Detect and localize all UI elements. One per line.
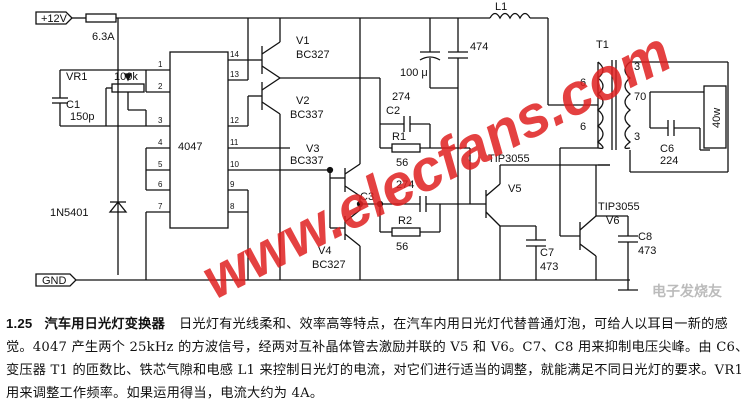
schematic: +12V 6.3A L1 GND 4047 1 2 3 4 5 6 7 8 9 … [35, 1, 729, 312]
svg-text:V5: V5 [508, 183, 521, 195]
transistor-v6: TIP3055 V6 C8 473 [559, 148, 656, 291]
timing-network: VR1 C1 150p 100k 1N5401 [50, 18, 249, 280]
svg-text:6: 6 [580, 77, 586, 89]
schematic-svg: +12V 6.3A L1 GND 4047 1 2 3 4 5 6 7 8 9 … [35, 1, 729, 312]
svg-text:14: 14 [230, 50, 239, 59]
svg-text:473: 473 [638, 245, 656, 257]
svg-text:4: 4 [158, 138, 163, 147]
svg-text:473: 473 [540, 261, 558, 273]
watermark: www.elecfans.com [191, 19, 681, 300]
transistor-v5: TIP3055 V5 C7 473 [469, 148, 610, 280]
c1-label: C1 [66, 99, 80, 111]
figure-number: 1.25 [6, 316, 33, 331]
svg-text:T1: T1 [596, 39, 609, 51]
vr1-resistor [111, 83, 145, 93]
fuse [85, 13, 117, 23]
svg-text:C2: C2 [386, 105, 400, 117]
svg-text:6: 6 [580, 121, 586, 133]
svg-text:224: 224 [660, 155, 678, 167]
svg-text:V4: V4 [318, 245, 331, 257]
svg-text:474: 474 [470, 41, 488, 53]
r1-c2-network: 274 C2 R1 56 [380, 91, 470, 169]
svg-text:V6: V6 [606, 215, 619, 227]
svg-text:7: 7 [158, 202, 163, 211]
figure-body: 日光灯有光线柔和、效率高等特点，在汽车内用日光灯代替普通灯泡，可给人以耳目一新的… [6, 317, 749, 401]
ground-label: GND [42, 275, 67, 287]
svg-text:56: 56 [396, 241, 408, 253]
svg-text:R1: R1 [392, 131, 406, 143]
diode [108, 200, 128, 213]
c1-value: 150p [70, 111, 94, 123]
corner-logo: 电子发烧友 [652, 283, 722, 299]
svg-text:TIP3055: TIP3055 [488, 153, 530, 165]
svg-text:13: 13 [230, 70, 239, 79]
r2-c3-network: C3 274 R2 56 [360, 179, 470, 253]
ic-4047: 4047 1 2 3 4 5 6 7 8 9 10 11 12 13 14 [146, 50, 290, 229]
svg-text:10: 10 [230, 160, 239, 169]
svg-text:5: 5 [158, 160, 163, 169]
svg-text:274: 274 [396, 179, 414, 191]
svg-text:R2: R2 [398, 215, 412, 227]
svg-text:V2: V2 [296, 95, 309, 107]
fuse-value: 6.3A [92, 31, 115, 43]
svg-text:70: 70 [634, 91, 646, 103]
svg-text:100 μ: 100 μ [400, 67, 428, 79]
svg-text:C3: C3 [360, 191, 374, 203]
ground-rail: GND [35, 273, 630, 287]
transformer-t1: T1 6 6 3 70 3 C6 224 [560, 39, 729, 173]
transistor-pair-v3-v4: V3 BC337 V4 BC327 [290, 18, 364, 280]
supply-capacitors: 100 μ 474 [400, 18, 488, 280]
power-tag [35, 11, 73, 25]
transistor-pair-v1-v2: V1 BC327 V2 BC337 [247, 18, 381, 280]
vr1-label: VR1 [66, 71, 87, 83]
svg-text:V1: V1 [296, 35, 309, 47]
svg-text:3: 3 [634, 61, 640, 73]
svg-text:3: 3 [158, 116, 163, 125]
fluorescent-lamp: 40w [700, 85, 727, 151]
svg-text:8: 8 [230, 202, 235, 211]
svg-text:BC337: BC337 [290, 155, 324, 167]
svg-text:1: 1 [158, 60, 163, 69]
svg-text:6: 6 [158, 180, 163, 189]
svg-text:12: 12 [230, 116, 239, 125]
power-rail: +12V 6.3A L1 [35, 1, 598, 106]
figure-title: 汽车用日光灯变换器 [44, 317, 165, 332]
svg-text:BC327: BC327 [312, 259, 346, 271]
svg-text:56: 56 [396, 157, 408, 169]
svg-text:C7: C7 [540, 247, 554, 259]
svg-text:2: 2 [158, 82, 163, 91]
svg-text:11: 11 [230, 138, 239, 147]
svg-text:V3: V3 [306, 143, 319, 155]
inductor-l1 [489, 12, 531, 20]
svg-text:C6: C6 [660, 143, 674, 155]
svg-text:9: 9 [230, 180, 235, 189]
svg-text:274: 274 [392, 91, 410, 103]
figure-caption: 1.25 汽车用日光灯变换器日光灯有光线柔和、效率高等特点，在汽车内用日光灯代替普… [6, 312, 750, 405]
svg-text:3: 3 [634, 131, 640, 143]
power-label: +12V [41, 13, 68, 25]
svg-text:BC327: BC327 [296, 49, 330, 61]
ground-tag [35, 273, 77, 287]
l1-label: L1 [495, 1, 507, 13]
svg-text:BC337: BC337 [290, 109, 324, 121]
svg-text:TIP3055: TIP3055 [598, 201, 640, 213]
ic-label: 4047 [178, 141, 202, 153]
diode-label: 1N5401 [50, 207, 89, 219]
lamp-label: 40w [711, 108, 723, 128]
svg-text:C8: C8 [638, 231, 652, 243]
vr1-value: 100k [114, 71, 138, 83]
